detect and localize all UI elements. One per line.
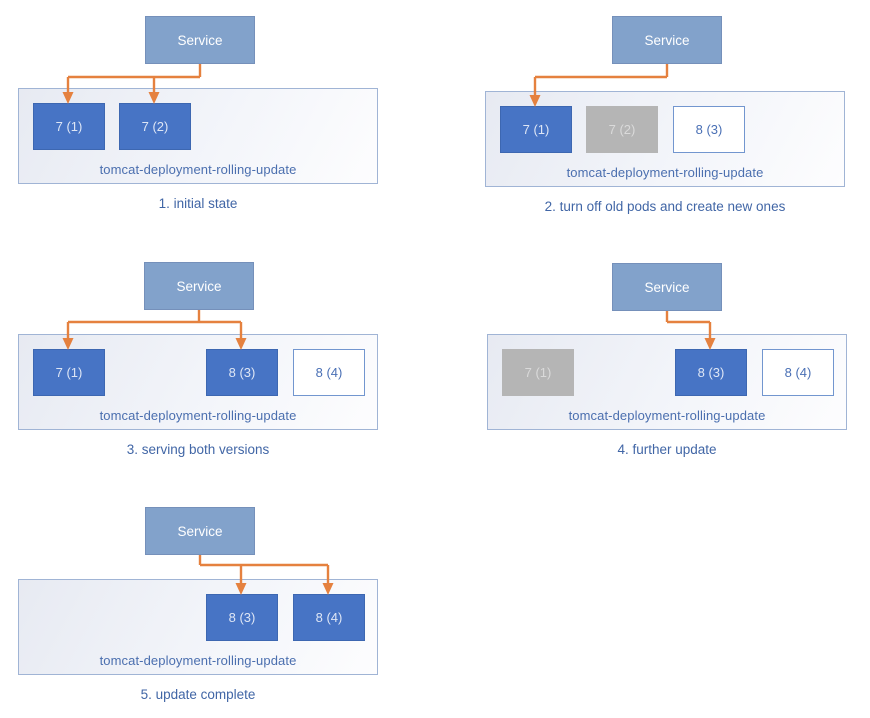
service-box: Service <box>145 16 255 64</box>
pod-8-4: 8 (4) <box>762 349 834 396</box>
service-box: Service <box>144 262 254 310</box>
service-box: Service <box>612 263 722 311</box>
pod-8-3: 8 (3) <box>673 106 745 153</box>
panel-1: Service 7 (1) 7 (2) tomcat-deployment-rolli… <box>0 0 435 230</box>
deployment-box: 8 (3) 8 (4) tomcat-deployment-rolling-upda… <box>18 579 378 675</box>
pod-8-3: 8 (3) <box>675 349 747 396</box>
service-box: Service <box>145 507 255 555</box>
panel-caption: 1. initial state <box>158 196 238 211</box>
pod-7-2: 7 (2) <box>119 103 191 150</box>
pod-8-3: 8 (3) <box>206 594 278 641</box>
panel-caption: 3. serving both versions <box>126 442 270 457</box>
panel-caption: 2. turn off old pods and create new ones <box>544 199 786 214</box>
deployment-name-label: tomcat-deployment-rolling-update <box>568 408 766 423</box>
deployment-box: 7 (1) 7 (2) tomcat-deployment-rolling-upda… <box>18 88 378 184</box>
pod-7-1: 7 (1) <box>33 349 105 396</box>
deployment-name-label: tomcat-deployment-rolling-update <box>99 408 297 423</box>
deployment-name-label: tomcat-deployment-rolling-update <box>99 653 297 668</box>
deployment-name-label: tomcat-deployment-rolling-update <box>566 165 764 180</box>
panel-4: Service 7 (1) 8 (3) 8 (4) tomcat-deployment-… <box>435 250 870 480</box>
panel-5: Service 8 (3) 8 (4) tomcat-deployment-rolli… <box>0 480 435 718</box>
deployment-box: 7 (1) 8 (3) 8 (4) tomcat-deployment-rolling… <box>487 334 847 430</box>
pod-7-1: 7 (1) <box>500 106 572 153</box>
panel-2: Service 7 (1) 7 (2) 8 (3) tomcat-deployment-… <box>435 0 870 230</box>
service-box: Service <box>612 16 722 64</box>
deployment-box: 7 (1) 7 (2) 8 (3) tomcat-deployment-rolling… <box>485 91 845 187</box>
deployment-box: 7 (1) 8 (3) 8 (4) tomcat-deployment-rolling… <box>18 334 378 430</box>
panel-caption: 4. further update <box>617 442 717 457</box>
panel-3: Service 7 (1) 8 (3) 8 (4) tomcat-deployment-… <box>0 250 435 480</box>
panel-caption: 5. update complete <box>140 687 256 702</box>
pod-7-2: 7 (2) <box>586 106 658 153</box>
pod-8-3: 8 (3) <box>206 349 278 396</box>
pod-8-4: 8 (4) <box>293 594 365 641</box>
pod-7-1: 7 (1) <box>502 349 574 396</box>
pod-8-4: 8 (4) <box>293 349 365 396</box>
deployment-name-label: tomcat-deployment-rolling-update <box>99 162 297 177</box>
pod-7-1: 7 (1) <box>33 103 105 150</box>
